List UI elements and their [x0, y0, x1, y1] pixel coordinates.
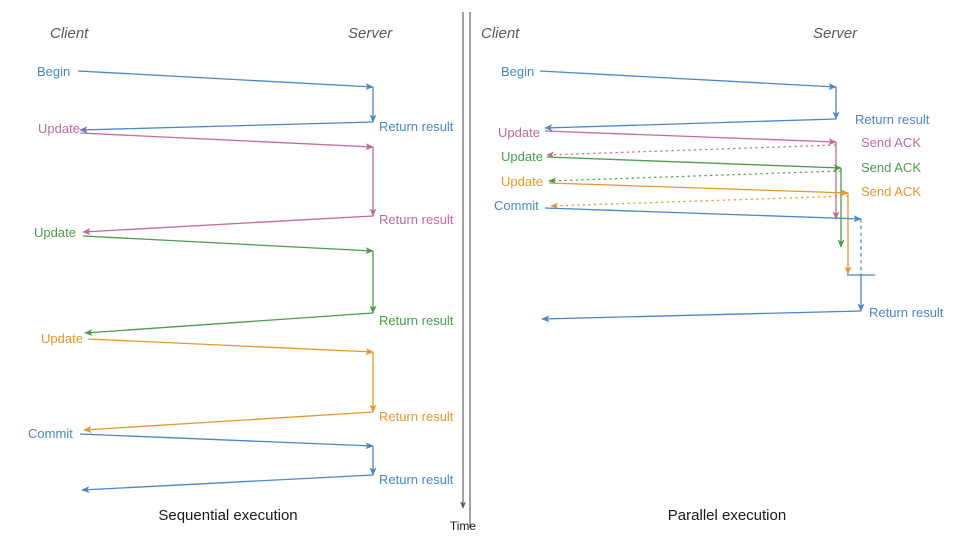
server-message-label: Return result: [855, 112, 930, 127]
client-message-label: Update: [38, 121, 80, 136]
flow-begin-request: [539, 70, 837, 91]
flow-update1-request: [544, 130, 837, 146]
flow-update2-ack: [548, 170, 842, 185]
flow-begin-request: [77, 70, 374, 91]
server-message-label: Return result: [379, 212, 454, 227]
panel-caption-parallel: Parallel execution: [668, 507, 786, 524]
server-message-label: Return result: [379, 409, 454, 424]
flow-update3-request: [548, 182, 849, 197]
flow-update1-ack: [546, 144, 837, 159]
flow-commit-response: [81, 474, 374, 494]
server-message-label: Send ACK: [861, 160, 921, 175]
lane-header-client: Client: [50, 25, 89, 42]
flow-commit-response: [541, 310, 862, 323]
client-message-label: Update: [501, 149, 543, 164]
flow-commit-request: [544, 207, 862, 223]
client-message-label: Begin: [37, 64, 70, 79]
flow-update2-request: [82, 235, 374, 255]
server-message-label: Return result: [379, 472, 454, 487]
server-message-label: Return result: [379, 313, 454, 328]
time-axis-label: Time: [450, 519, 477, 533]
flow-begin-response: [79, 121, 374, 134]
flow-update1-request: [79, 132, 374, 151]
lane-header-server: Server: [348, 25, 393, 42]
client-message-label: Update: [501, 174, 543, 189]
server-message-label: Send ACK: [861, 184, 921, 199]
flow-begin-response: [544, 118, 837, 132]
client-message-label: Update: [41, 331, 83, 346]
time-axis: Time: [450, 12, 477, 533]
flow-update1-response: [82, 215, 374, 236]
lane-header-client: Client: [481, 25, 520, 42]
flow-update3-response: [83, 411, 374, 434]
client-message-label: Update: [498, 125, 540, 140]
client-message-label: Update: [34, 225, 76, 240]
flow-update2-request: [546, 156, 842, 172]
flow-update3-request: [87, 338, 374, 356]
flow-update3-ack: [550, 195, 849, 210]
client-message-label: Commit: [28, 426, 73, 441]
server-message-label: Return result: [379, 119, 454, 134]
client-message-label: Begin: [501, 64, 534, 79]
client-message-label: Commit: [494, 198, 539, 213]
flow-commit-request: [79, 433, 374, 450]
server-message-label: Send ACK: [861, 135, 921, 150]
panel-caption-sequential: Sequential execution: [158, 507, 297, 524]
server-message-label: Return result: [869, 305, 944, 320]
lane-header-server: Server: [813, 25, 858, 42]
flow-update2-response: [84, 312, 374, 336]
